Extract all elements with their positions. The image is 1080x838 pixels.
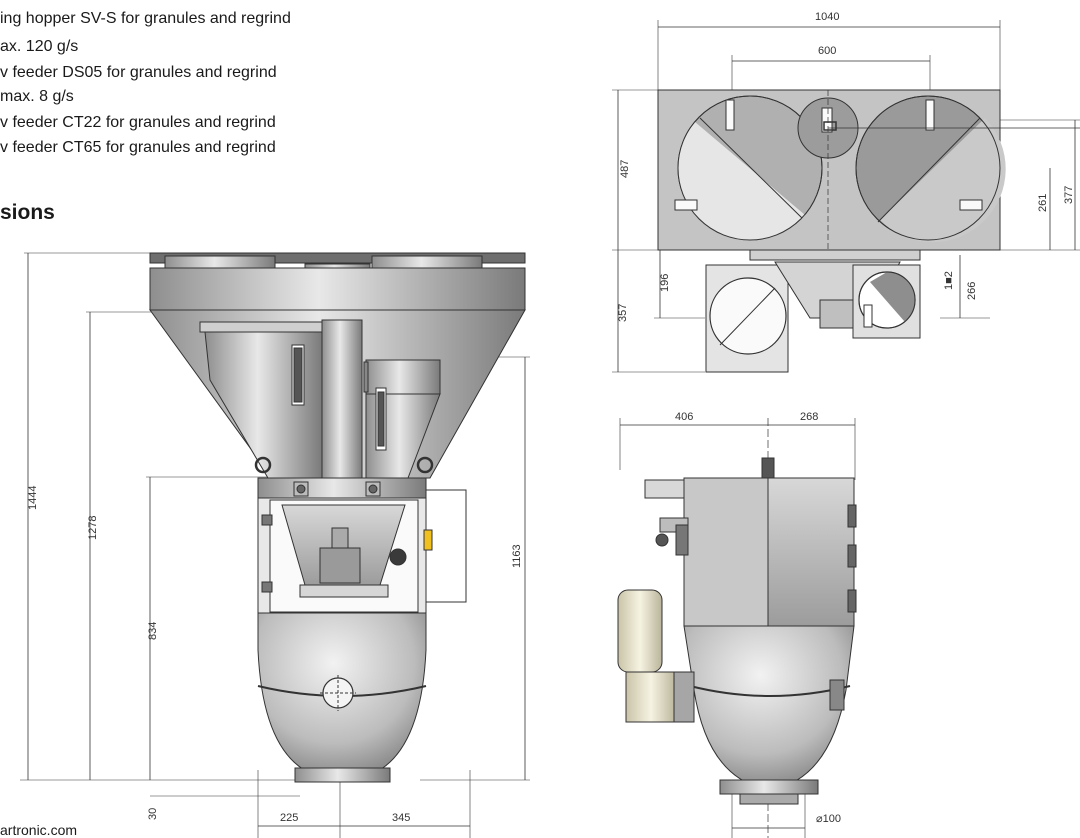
dim-side-right-width: 268: [800, 411, 818, 423]
section-heading: sions: [0, 201, 55, 224]
spec-line-5: v feeder CT22 for granules and regrind: [0, 114, 276, 131]
dim-top-low-height: 357: [617, 304, 629, 322]
dim-side-left-width: 406: [675, 411, 693, 423]
top-view: 1040 600 487 261 377 357 196 266 1■2: [612, 11, 1080, 373]
dim-front-right-width: 345: [392, 812, 410, 824]
spec-line-1: ing hopper SV-S for granules and regrind: [0, 10, 291, 27]
dim-top-inner-height: 261: [1037, 194, 1049, 212]
dim-top-height: 487: [619, 160, 631, 178]
spec-line-3: v feeder DS05 for granules and regrind: [0, 64, 277, 81]
spec-line-2: ax. 120 g/s: [0, 38, 79, 55]
dim-front-right-height: 1163: [511, 544, 523, 568]
dim-front-base: 30: [147, 808, 159, 820]
spec-line-4: max. 8 g/s: [0, 88, 74, 105]
dim-side-outlet: ⌀100: [816, 813, 841, 825]
side-view: 406 268 ⌀100: [617, 411, 857, 838]
dim-top-right-height: 377: [1063, 186, 1075, 204]
dim-top-inner-width: 600: [818, 45, 836, 57]
dim-front-left-width: 225: [280, 812, 298, 824]
dim-top-small: 1■2: [943, 271, 955, 290]
dim-top-low-right: 266: [966, 282, 978, 300]
dim-top-total-width: 1040: [815, 11, 839, 23]
dim-front-lower-height: 834: [147, 622, 159, 640]
footer-url: artronic.com: [0, 822, 78, 838]
dim-top-low-inner: 196: [659, 274, 671, 292]
spec-line-6: v feeder CT65 for granules and regrind: [0, 139, 276, 156]
dim-front-total-height: 1444: [27, 486, 39, 510]
front-view: 1444 1278 834 1163 30 225 345: [20, 252, 530, 838]
dim-front-mid-height: 1278: [87, 516, 99, 540]
